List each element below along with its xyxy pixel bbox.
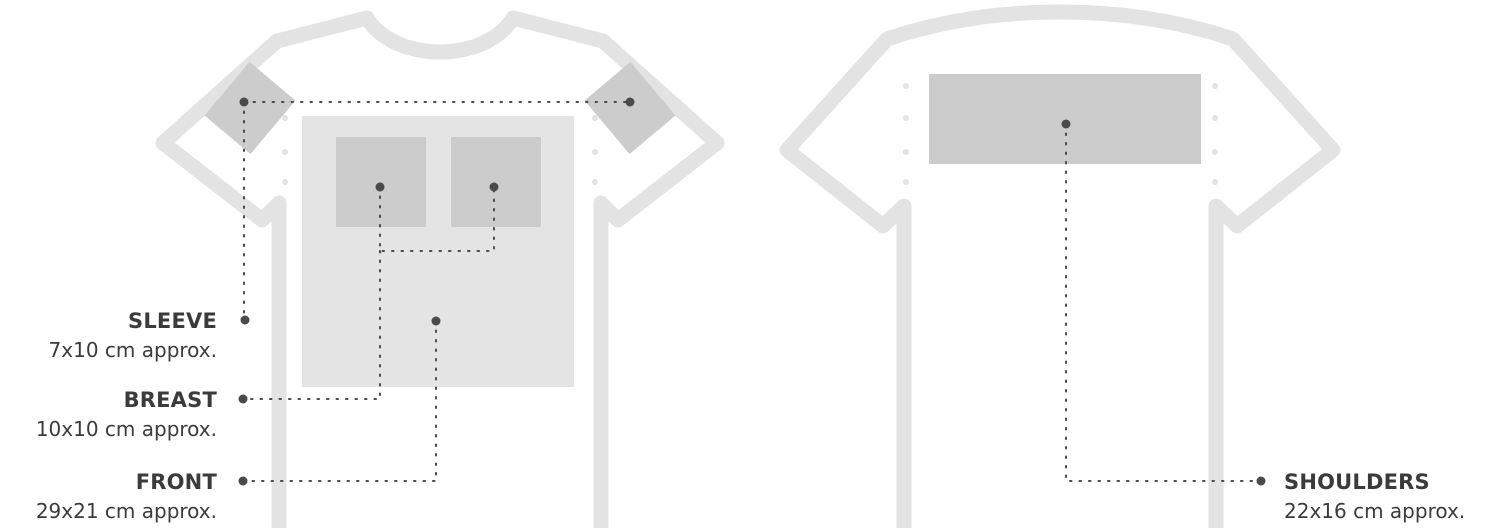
sleeve-size: 7x10 cm approx.	[49, 340, 217, 360]
breast-label-dot	[239, 395, 248, 404]
shoulders-label-dot	[1257, 477, 1266, 486]
sleeve-print-area-left	[205, 62, 296, 154]
breast-title: BREAST	[36, 390, 217, 411]
front-title: FRONT	[36, 472, 217, 493]
shoulders-label: SHOULDERS 22x16 cm approx.	[1284, 472, 1465, 521]
breast-label: BREAST 10x10 cm approx.	[36, 390, 217, 439]
breast-size: 10x10 cm approx.	[36, 419, 217, 439]
sleeve-left-dot	[240, 98, 249, 107]
sleeve-print-area-right	[585, 62, 676, 154]
shoulders-print-area	[929, 74, 1201, 164]
front-label: FRONT 29x21 cm approx.	[36, 472, 217, 521]
shoulders-title: SHOULDERS	[1284, 472, 1465, 493]
front-dot	[432, 317, 441, 326]
sleeve-title: SLEEVE	[49, 311, 217, 332]
shoulders-dot	[1062, 120, 1071, 129]
breast-left-dot	[376, 183, 385, 192]
shoulders-size: 22x16 cm approx.	[1284, 501, 1465, 521]
front-label-dot	[239, 477, 248, 486]
front-size: 29x21 cm approx.	[36, 501, 217, 521]
breast-print-area-right	[451, 137, 541, 227]
sleeve-right-dot	[626, 98, 635, 107]
breast-right-dot	[490, 183, 499, 192]
sleeve-label-dot	[241, 316, 250, 325]
breast-print-area-left	[336, 137, 426, 227]
sleeve-label: SLEEVE 7x10 cm approx.	[49, 311, 217, 360]
